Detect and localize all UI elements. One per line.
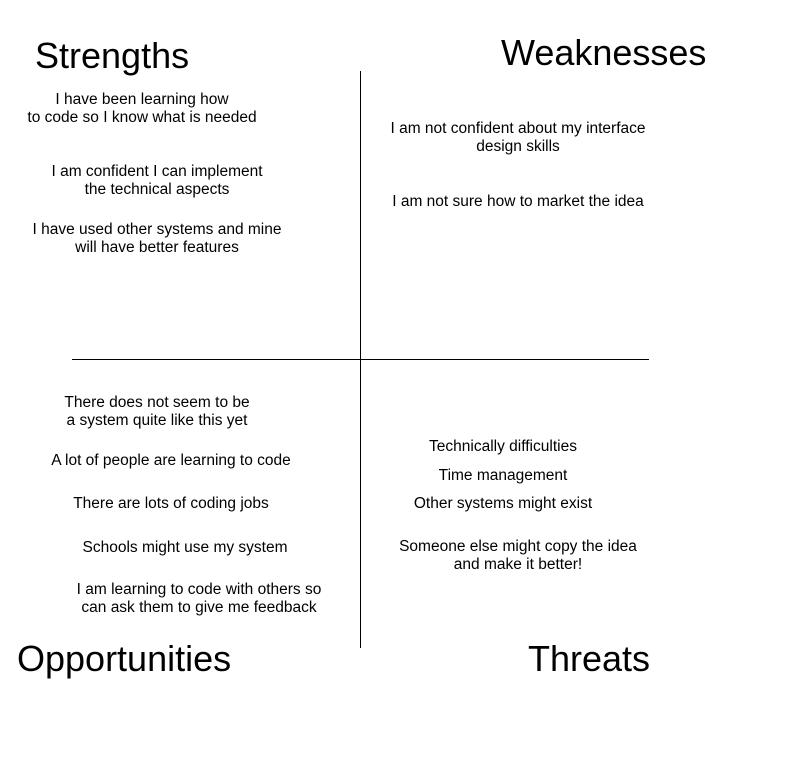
- threat-item: Other systems might exist: [413, 495, 593, 512]
- threat-item: Technically difficulties: [429, 438, 577, 455]
- horizontal-divider: [72, 359, 649, 360]
- threats-heading: Threats: [528, 638, 651, 679]
- opportunity-item: A lot of people are learning to code: [51, 452, 291, 469]
- weaknesses-heading: Weaknesses: [501, 32, 707, 73]
- threat-item: Time management: [438, 467, 568, 484]
- weakness-item: I am not sure how to market the idea: [392, 193, 644, 210]
- opportunities-heading: Opportunities: [17, 638, 232, 679]
- strengths-heading: Strengths: [35, 35, 190, 76]
- opportunity-item: Schools might use my system: [82, 539, 288, 556]
- opportunity-item: There are lots of coding jobs: [73, 495, 269, 512]
